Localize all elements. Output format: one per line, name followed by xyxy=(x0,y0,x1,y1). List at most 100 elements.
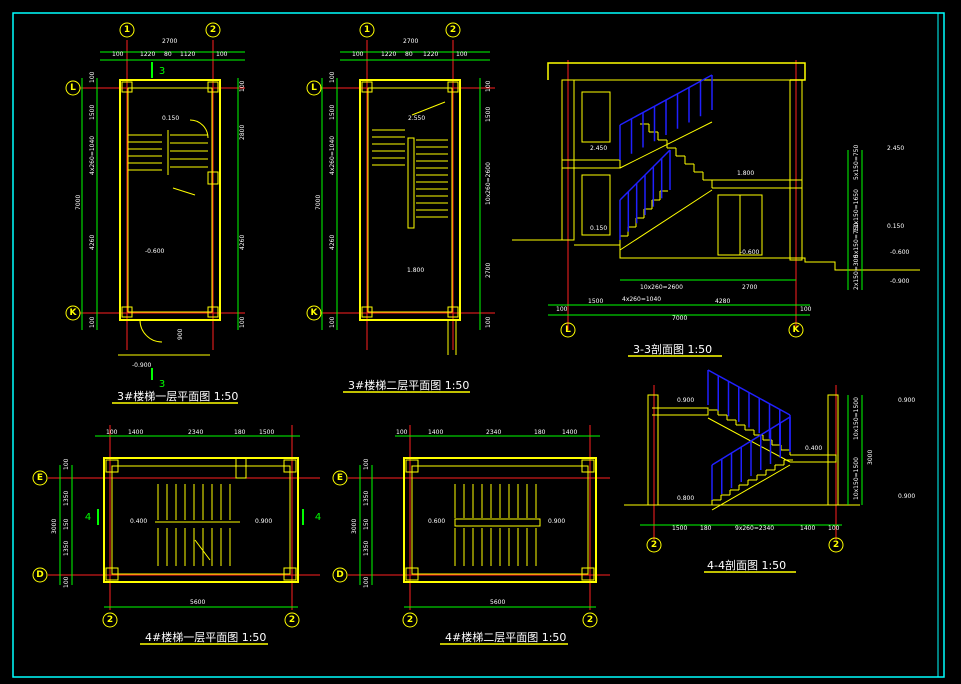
section-mark-label: 3 xyxy=(159,379,165,390)
stair-treads xyxy=(128,134,208,171)
dim-text: 1500 xyxy=(485,107,492,122)
dim-text: 10x150=1500 xyxy=(853,397,860,440)
dim-text: 10x150=1500 xyxy=(853,457,860,500)
stair-wall-outline xyxy=(359,79,461,321)
dim-text: 2340 xyxy=(188,429,203,436)
stair-wall-inner xyxy=(367,87,453,313)
stair4-section-4-4: 2 2 0.900 0.400 0.800 0.900 0.900 10x150… xyxy=(624,369,915,573)
column xyxy=(121,81,133,93)
stair4-floor1-plan: 4 4 E D 2 2 100 1400 2340 180 1500 100 1… xyxy=(32,425,321,645)
axis-bubble xyxy=(788,322,804,338)
dim-text: 1500 xyxy=(588,298,603,305)
level-mark: 0.600 xyxy=(428,518,445,525)
dim-text: 7000 xyxy=(315,195,322,210)
axis-label: 2 xyxy=(210,25,216,35)
level-mark: -0.900 xyxy=(890,278,910,285)
landing-slab xyxy=(790,454,837,463)
axis-bubble xyxy=(119,22,135,38)
level-mark: -0.600 xyxy=(740,249,760,256)
stair-line xyxy=(707,417,791,463)
dim-text: 100 xyxy=(216,51,228,58)
column xyxy=(581,567,595,581)
drawing-frame-strip xyxy=(937,12,945,678)
dim-text: 4280 xyxy=(715,298,730,305)
dim-text: 1220 xyxy=(140,51,155,58)
dim-text: 100 xyxy=(352,51,364,58)
dim-text: 100 xyxy=(239,80,246,92)
stair-wall-inner xyxy=(411,465,589,575)
axis-bubble xyxy=(646,537,662,553)
landing-slab xyxy=(712,179,803,189)
dim-text: 100 xyxy=(329,316,336,328)
dim-text: 100 xyxy=(89,71,96,83)
dim-text: 3000 xyxy=(867,450,874,465)
column xyxy=(447,306,459,318)
axis-label: E xyxy=(37,473,43,483)
level-mark: 0.900 xyxy=(677,397,694,404)
dim-text: 2340 xyxy=(486,429,501,436)
dim-text: 100 xyxy=(106,429,118,436)
stair-wall-outline xyxy=(103,457,299,583)
level-mark: 0.150 xyxy=(162,115,179,122)
level-mark: 0.900 xyxy=(898,493,915,500)
axis-bubble xyxy=(306,305,322,321)
column xyxy=(105,459,119,473)
dim-text: 1120 xyxy=(180,51,195,58)
level-mark: -0.900 xyxy=(132,362,152,369)
stair4-floor2-plan: E D 2 2 100 1400 2340 180 1400 100 1350 … xyxy=(332,425,610,645)
axis-bubble xyxy=(32,567,48,583)
dim-text: 100 xyxy=(63,576,70,588)
stair-arrow xyxy=(172,187,196,196)
dim-text: 100 xyxy=(828,525,840,532)
axis-bubble xyxy=(65,305,81,321)
drawing-title: 3#楼梯一层平面图 1:50 xyxy=(117,389,238,403)
dim-text: 180 xyxy=(534,429,546,436)
dim-text: 10x260=2600 xyxy=(485,162,492,205)
axis-label: 2 xyxy=(107,615,113,625)
dim-text: 100 xyxy=(239,316,246,328)
axis-label: K xyxy=(70,308,78,318)
axis-bubble xyxy=(828,537,844,553)
level-mark: 0.900 xyxy=(255,518,272,525)
door-swing xyxy=(189,119,209,139)
dim-text: 5600 xyxy=(190,599,205,606)
column xyxy=(405,567,419,581)
dim-text: 1500 xyxy=(89,105,96,120)
stair-wall-outline xyxy=(119,79,221,321)
axis-label: L xyxy=(565,325,571,335)
dim-text: 100 xyxy=(485,316,492,328)
dim-text: 1400 xyxy=(428,429,443,436)
axis-bubble xyxy=(332,470,348,486)
level-mark: 0.900 xyxy=(898,397,915,404)
dim-text: 1350 xyxy=(63,541,70,556)
dim-text: 100 xyxy=(456,51,468,58)
wall-right xyxy=(789,79,803,261)
stair-wall-outline xyxy=(403,457,597,583)
column xyxy=(207,81,219,93)
drawing-title: 3#楼梯二层平面图 1:50 xyxy=(348,378,469,392)
dim-text: 4x260=1040 xyxy=(329,136,336,175)
dim-text: 180 xyxy=(234,429,246,436)
column xyxy=(361,306,373,318)
stair-flights xyxy=(707,369,793,511)
axis-bubble xyxy=(306,80,322,96)
axis-label: 2 xyxy=(289,615,295,625)
column xyxy=(207,171,219,185)
section-mark-label: 4 xyxy=(85,512,91,523)
dim-text: 100 xyxy=(63,458,70,470)
dim-text: 9x260=2340 xyxy=(735,525,774,532)
stair3-floor1-plan: 3 3 1 2 L K 2700 100 1220 80 1120 100 10… xyxy=(65,22,246,404)
dim-text: 3000 xyxy=(51,519,58,534)
column xyxy=(283,459,297,473)
level-mark: -0.600 xyxy=(145,248,165,255)
level-mark: -0.600 xyxy=(890,249,910,256)
dim-text: 2700 xyxy=(485,263,492,278)
wall-stub xyxy=(235,457,247,479)
stair-handrail xyxy=(407,137,415,229)
dim-text: 2700 xyxy=(742,284,757,291)
door-swing xyxy=(139,319,163,343)
ground-line xyxy=(574,244,920,271)
column xyxy=(447,81,459,93)
dim-text: 1500 xyxy=(259,429,274,436)
landing-slab xyxy=(652,407,709,416)
